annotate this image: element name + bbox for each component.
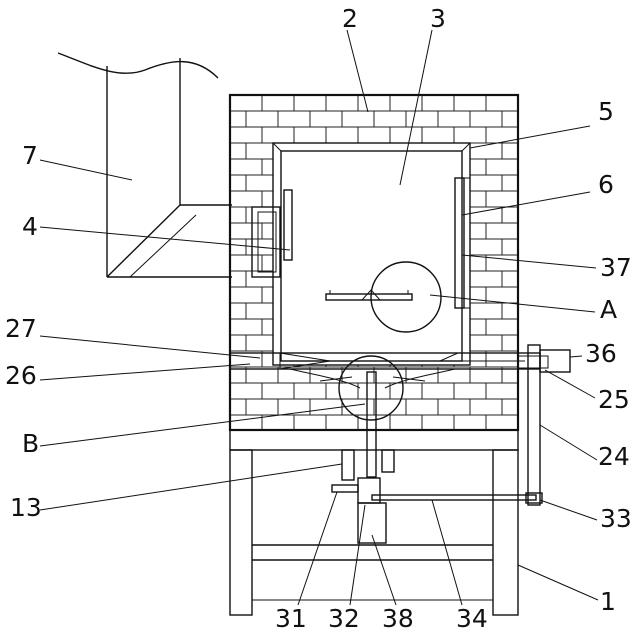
exhaust-duct [57, 52, 232, 278]
leader-line [517, 564, 599, 601]
part-label: 1 [600, 587, 616, 616]
leader-line [469, 125, 591, 149]
part-label: 31 [275, 604, 307, 633]
part-label: 25 [598, 385, 630, 414]
part-label: 26 [5, 361, 37, 390]
leader-line [39, 335, 261, 359]
support-frame [229, 449, 519, 616]
leader-line [39, 463, 343, 511]
leader-line [539, 424, 598, 461]
part-label: 3 [430, 4, 446, 33]
part-label: 34 [456, 604, 488, 633]
part-label: 13 [10, 493, 42, 522]
leader-line [461, 254, 597, 269]
part-label: 27 [5, 314, 37, 343]
leader-line [431, 499, 463, 606]
leader-line [39, 159, 133, 181]
part-label: 32 [328, 604, 360, 633]
part-label: 7 [22, 141, 38, 170]
side-panels [251, 177, 471, 309]
drive-assembly [331, 371, 537, 544]
leader-line [399, 29, 433, 186]
leader-line [461, 191, 591, 216]
part-label: 33 [600, 504, 632, 533]
part-label: 38 [382, 604, 414, 633]
part-label: 2 [342, 4, 358, 33]
leader-line [39, 226, 291, 251]
leader-line [429, 294, 596, 313]
leader-line [371, 534, 397, 606]
leader-line [39, 363, 251, 381]
leader-line [569, 355, 583, 358]
leader-line [297, 491, 338, 606]
leader-lines [39, 29, 599, 606]
leader-line [539, 499, 598, 521]
part-label: 24 [598, 442, 630, 471]
leader-line [346, 29, 369, 113]
part-label: 6 [598, 170, 614, 199]
inner-tray [325, 261, 442, 333]
part-labels: 2 3 5 6 7 4 37A 27 26 36 25B 24 13 33 1 31 32 38 34 [5, 4, 632, 633]
part-label: A [600, 295, 617, 324]
part-label: 5 [598, 97, 614, 126]
base-beam [229, 429, 519, 451]
part-label: 36 [585, 339, 617, 368]
leader-line [39, 403, 366, 447]
part-label: B [22, 429, 39, 458]
part-label: 4 [22, 212, 38, 241]
leader-line [349, 504, 366, 606]
leader-line [544, 369, 596, 399]
bottom-plate [229, 352, 541, 421]
part-label: 37 [600, 253, 632, 282]
